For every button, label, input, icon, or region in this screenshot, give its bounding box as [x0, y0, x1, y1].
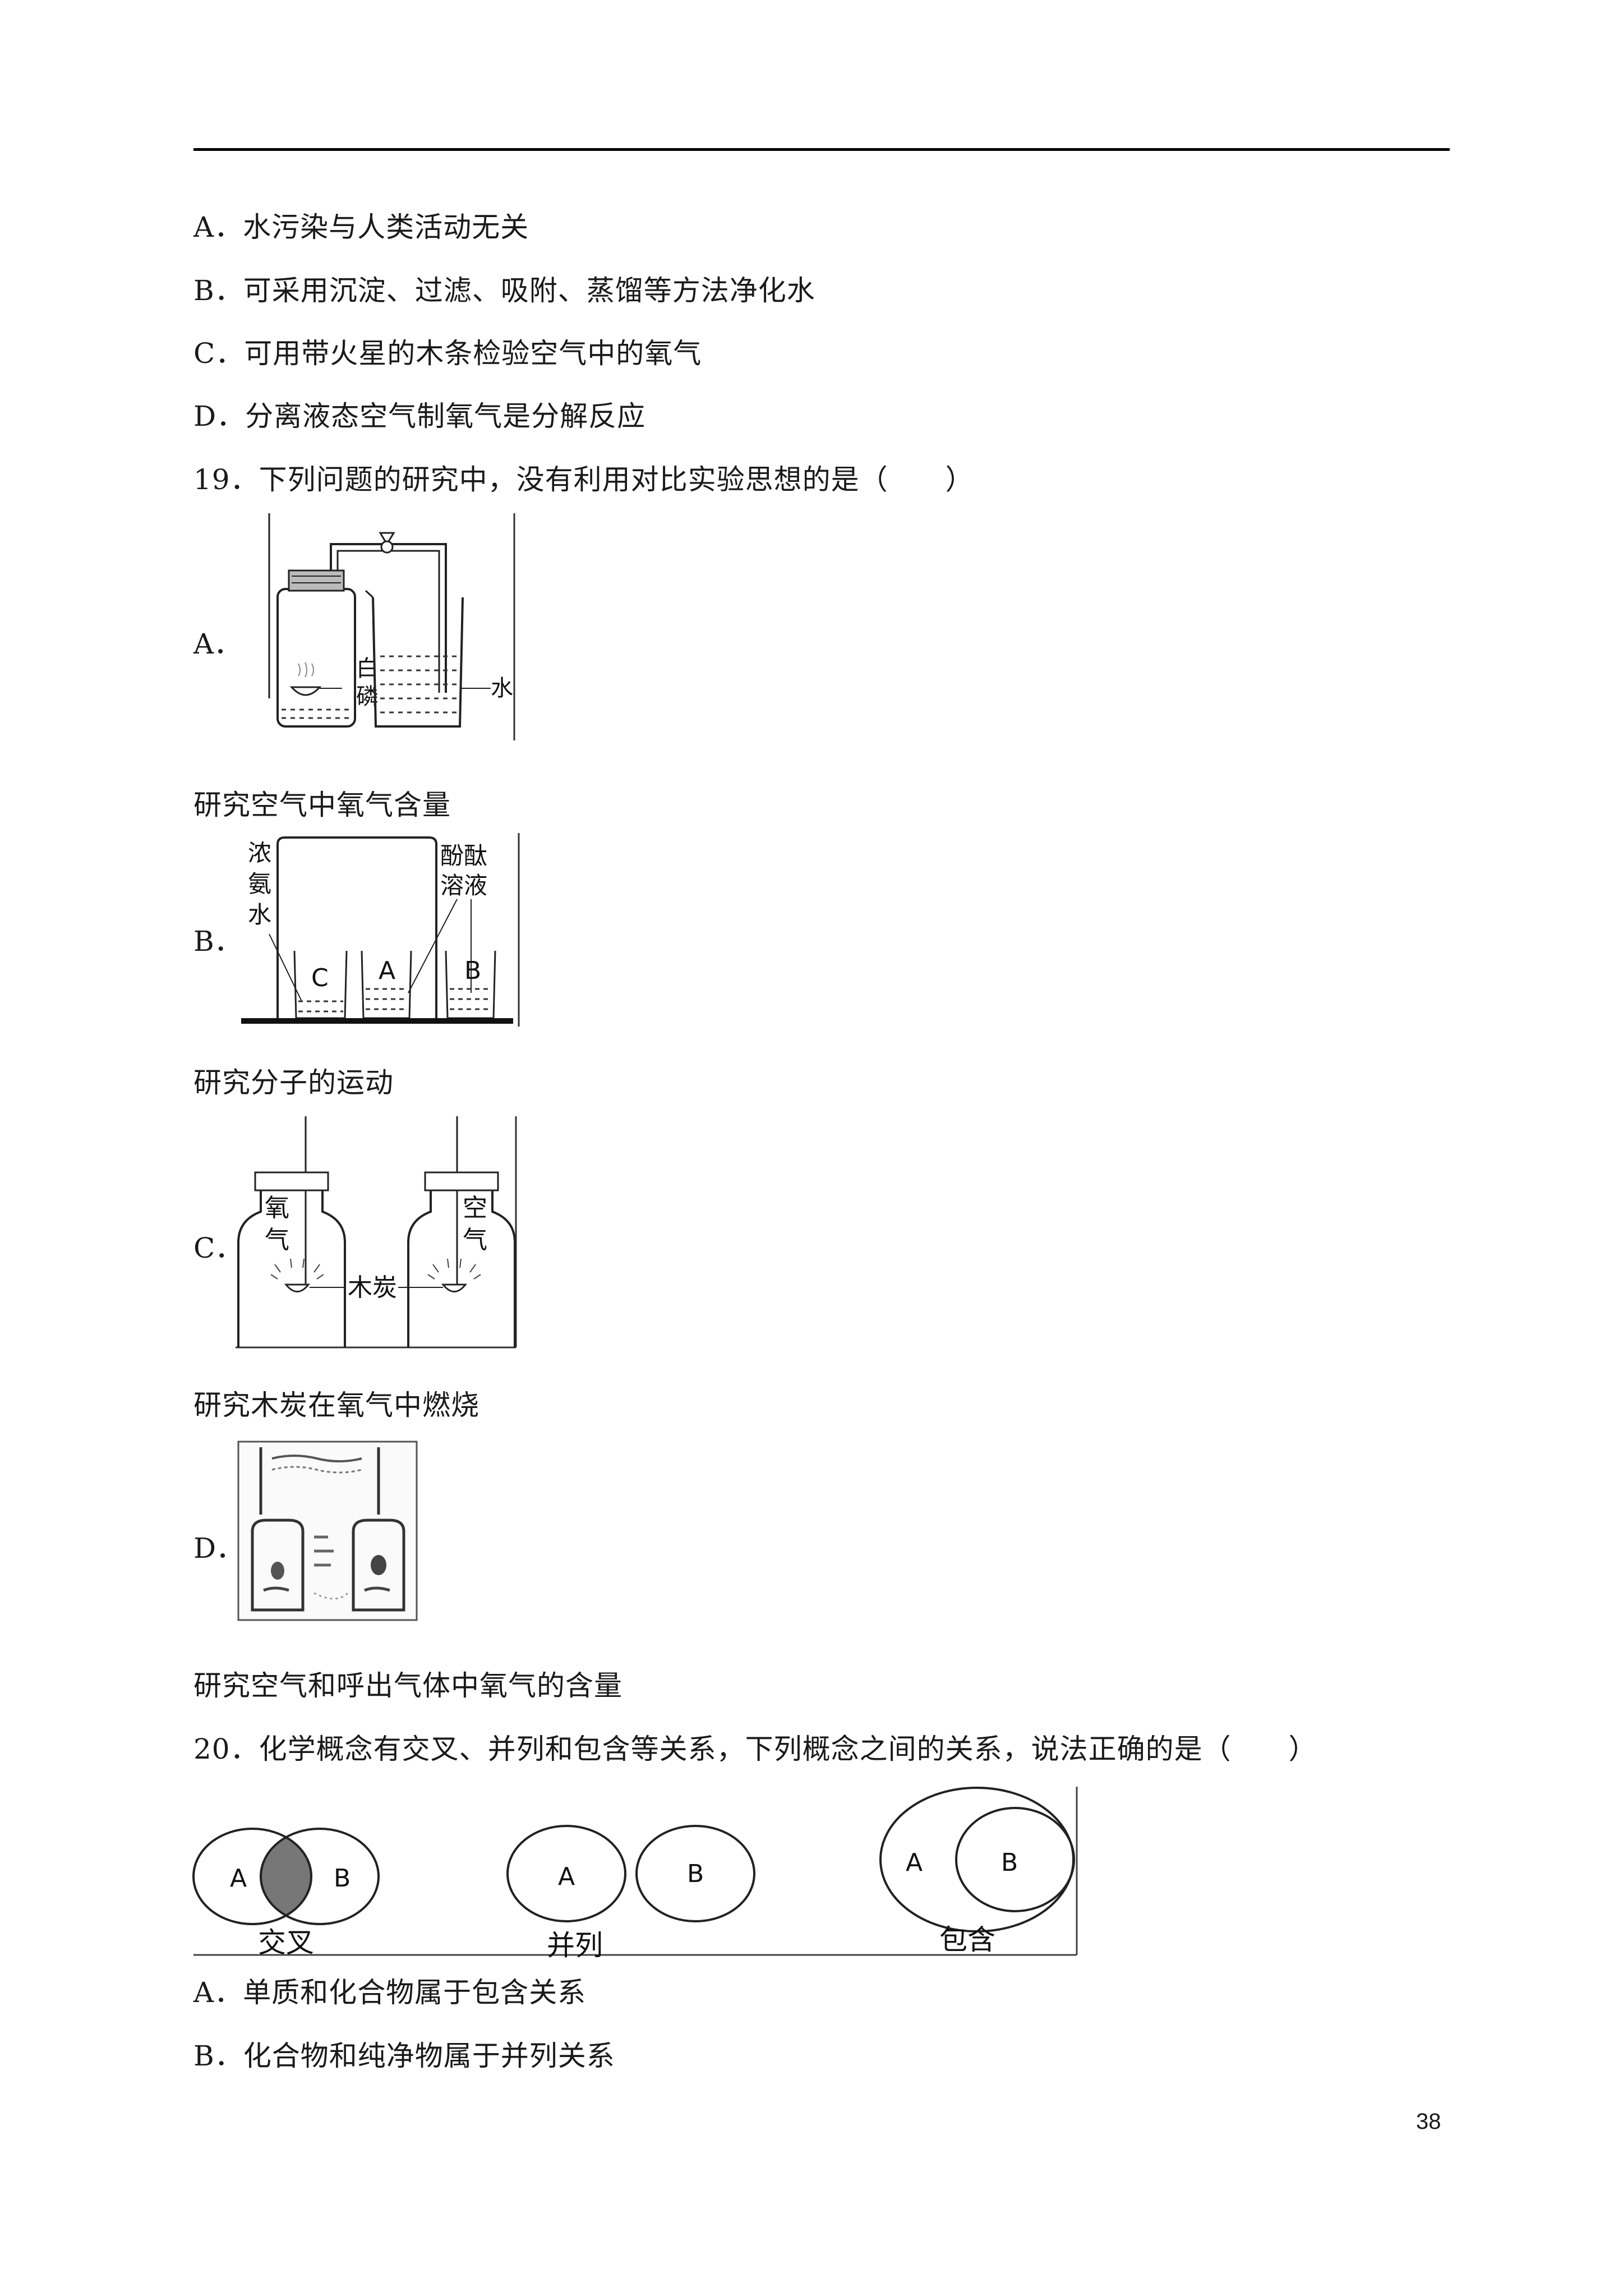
q19-option-b-letter: B．: [193, 925, 242, 958]
svg-text:浓: 浓: [248, 839, 271, 867]
svg-text:交叉: 交叉: [258, 1926, 314, 1959]
svg-text:溶液: 溶液: [440, 872, 487, 899]
prev-option-c: C．可用带火星的木条检验空气中的氧气: [193, 337, 702, 370]
svg-text:B: B: [464, 956, 481, 985]
svg-text:A: A: [379, 956, 395, 985]
q20-option-b: B．化合物和纯净物属于并列关系: [193, 2040, 615, 2072]
q19-option-a-caption: 研究空气中氧气含量: [193, 789, 451, 821]
q19-option-d-caption: 研究空气和呼出气体中氧气的含量: [193, 1669, 623, 1702]
q19-option-c-caption: 研究木炭在氧气中燃烧: [193, 1389, 479, 1421]
prev-option-d: D．分离液态空气制氧气是分解反应: [193, 400, 646, 432]
oxygen-content-apparatus-figure: 白 磷 水: [268, 513, 515, 740]
q20-option-a: A．单质和化合物属于包含关系: [193, 1976, 587, 2009]
svg-text:酚酞: 酚酞: [440, 842, 487, 869]
breath-oxygen-comparison-figure: [237, 1441, 418, 1621]
svg-text:氧: 氧: [265, 1194, 289, 1222]
concept-relationship-diagram: A B 交叉 A B 并列 A B 包含: [192, 1787, 1078, 1962]
q19-option-d-letter: D．: [193, 1532, 245, 1565]
svg-text:C: C: [311, 964, 329, 992]
q19-option-a-letter: A．: [193, 628, 242, 660]
page-number: 38: [1416, 2109, 1441, 2134]
svg-text:水: 水: [248, 901, 271, 928]
q19-option-c-letter: C．: [193, 1232, 243, 1264]
svg-text:A: A: [906, 1848, 923, 1877]
svg-text:A: A: [230, 1864, 247, 1893]
svg-text:水: 水: [491, 675, 513, 701]
svg-text:并列: 并列: [547, 1929, 603, 1962]
question-20-stem: 20．化学概念有交叉、并列和包含等关系，下列概念之间的关系，说法正确的是（ ）: [193, 1733, 1317, 1765]
svg-text:氨: 氨: [248, 870, 271, 898]
svg-text:空: 空: [463, 1194, 487, 1222]
svg-text:气: 气: [265, 1226, 289, 1254]
svg-text:B: B: [334, 1864, 351, 1893]
svg-text:B: B: [687, 1860, 704, 1888]
svg-text:B: B: [1001, 1848, 1018, 1877]
svg-text:气: 气: [463, 1226, 487, 1254]
svg-text:包含: 包含: [939, 1924, 995, 1956]
charcoal-combustion-figure: 氧 气 木炭 空 气: [236, 1116, 517, 1349]
svg-text:A: A: [558, 1862, 575, 1891]
header-rule: [193, 148, 1450, 151]
molecular-motion-apparatus-figure: 浓 氨 水 酚酞 溶液 C A B: [241, 833, 520, 1027]
prev-option-a: A．水污染与人类活动无关: [193, 211, 529, 243]
q19-option-b-caption: 研究分子的运动: [193, 1066, 394, 1099]
question-19-stem: 19．下列问题的研究中，没有利用对比实验思想的是（ ）: [193, 463, 974, 496]
prev-option-b: B．可采用沉淀、过滤、吸附、蒸馏等方法净化水: [193, 274, 815, 307]
svg-text:木炭: 木炭: [348, 1273, 397, 1302]
